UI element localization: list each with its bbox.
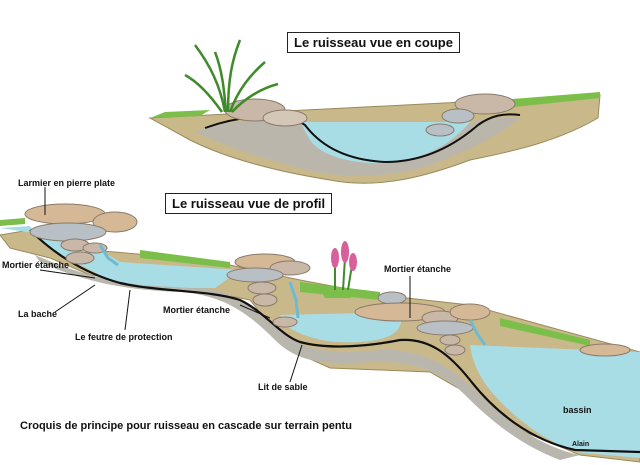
- caption: Croquis de principe pour ruisseau en cas…: [20, 420, 352, 432]
- reed-plant-icon: [184, 39, 279, 113]
- middle-pool-water: [280, 312, 402, 343]
- label-larmier: Larmier en pierre plate: [18, 178, 116, 188]
- cross-section-drawing: [148, 39, 601, 184]
- label-bassin: bassin: [563, 405, 592, 415]
- label-mortier-mid: Mortier étanche: [163, 305, 231, 315]
- signature: Alain: [572, 441, 590, 448]
- cross-section-title: Le ruisseau vue en coupe: [287, 32, 460, 53]
- leader-lines: [39, 187, 411, 383]
- label-bache: La bache: [18, 309, 58, 319]
- label-lit-sable: Lit de sable: [258, 382, 308, 392]
- upper-pool-water: [0, 226, 240, 288]
- profile-liner: [29, 229, 640, 454]
- flower-plant-icon: [320, 241, 360, 298]
- basin-water: [470, 345, 640, 458]
- label-feutre: Le feutre de protection: [75, 332, 173, 342]
- profile-title: Le ruisseau vue de profil: [165, 193, 333, 214]
- label-mortier-left: Mortier étanche: [2, 260, 70, 270]
- label-mortier-right: Mortier étanche: [384, 264, 452, 274]
- profile-drawing: [0, 187, 640, 463]
